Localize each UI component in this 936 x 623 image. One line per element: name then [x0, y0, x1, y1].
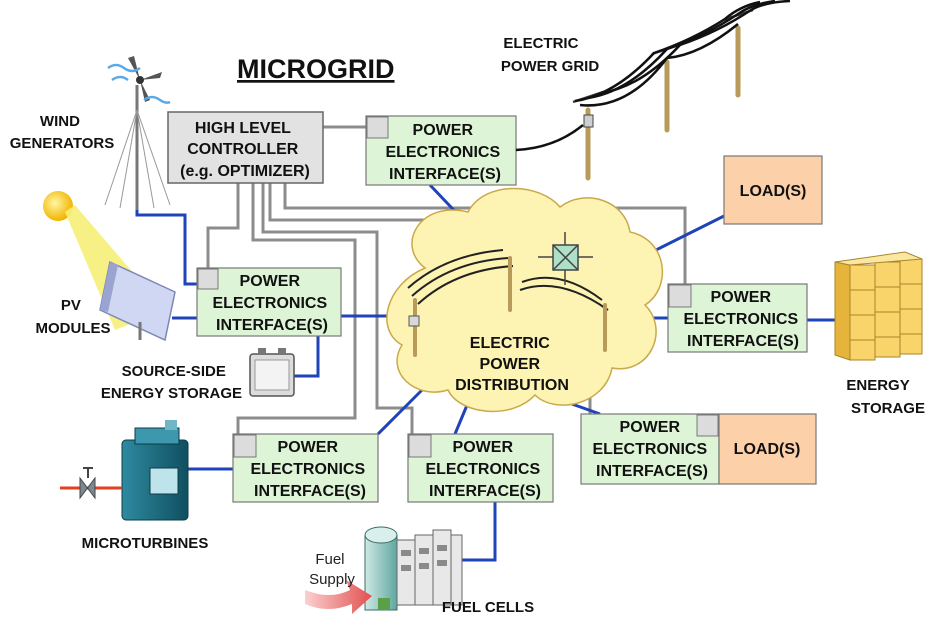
fuel-supply-line-2: Supply: [309, 571, 355, 588]
cloud-label-line-2: POWER: [480, 356, 541, 373]
svg-text:ELECTRIC POWER GRID: ELECTRIC POWER GRID: [501, 35, 600, 75]
pei-fc-line-1: POWER: [453, 439, 514, 456]
microturbines-label: MICROTURBINES: [82, 535, 209, 552]
pei-grid-line-1: POWER: [413, 122, 474, 139]
pei-box-microturbine: POWER ELECTRONICS INTERFACE(S): [232, 433, 379, 503]
fuel-cell-icon: [305, 526, 463, 614]
controller-line-3: (e.g. OPTIMIZER): [180, 163, 310, 180]
pei-grid-line-3: INTERFACE(S): [389, 166, 501, 183]
cloud-label-line-1: ELECTRIC: [470, 335, 550, 352]
power-line-fuel-cells: [462, 502, 497, 562]
distribution-poles: [413, 256, 607, 357]
svg-text:HIGH LEVEL CONTROLLER: HIGH LEVEL CONTROLLER (e.g. OPTIMIZER): [180, 120, 310, 180]
distribution-cloud: ELECTRIC POWER DISTRIBUTION: [386, 187, 664, 413]
pv-module-icon: [43, 191, 176, 342]
pei-grid-line-2: ELECTRONICS: [385, 144, 500, 161]
energy-storage-label-line-2: STORAGE: [851, 400, 925, 417]
pei-indicator-icon: [233, 434, 257, 458]
cloud-label-line-3: DISTRIBUTION: [455, 377, 569, 394]
page-title: MICROGRID: [237, 54, 395, 84]
svg-text:POWER ELECTRONICS: POWER ELECTRONICS INTERFACE(S): [592, 419, 711, 480]
svg-text:Fuel Supply: Fuel Supply: [309, 551, 355, 588]
power-line-load-pei-cloud: [571, 402, 601, 416]
load-label-bottom: LOAD(S): [734, 441, 801, 458]
wind-turbine-icon: [104, 56, 171, 210]
svg-text:SOURCE-SIDE ENERGY STORAGE: SOURCE-SIDE ENERGY STORAGE: [101, 363, 242, 402]
pei-fc-line-2: ELECTRONICS: [425, 461, 540, 478]
pei-box-load: POWER ELECTRONICS INTERFACE(S): [580, 413, 720, 485]
svg-text:POWER ELECTRONICS: POWER ELECTRONICS INTERFACE(S): [250, 439, 369, 500]
pei-box-pv: POWER ELECTRONICS INTERFACE(S): [196, 267, 342, 337]
pei-storage-line-3: INTERFACE(S): [687, 333, 799, 350]
power-line-mt-pei-cloud: [376, 388, 424, 436]
svg-text:POWER ELECTRONICS: POWER ELECTRONICS INTERFACE(S): [425, 439, 544, 500]
power-grid-icon: [515, 0, 791, 181]
fuel-arrow-icon: [305, 580, 372, 614]
pei-pv-line-1: POWER: [240, 273, 301, 290]
controller-line-1: HIGH LEVEL: [195, 120, 291, 137]
wind-label-line-2: GENERATORS: [10, 135, 114, 152]
pei-indicator-icon: [366, 116, 389, 139]
pei-pv-line-2: ELECTRONICS: [212, 295, 327, 312]
pv-label-line-1: PV: [61, 297, 81, 314]
pei-box-fuel-cells: POWER ELECTRONICS INTERFACE(S): [407, 433, 554, 503]
pei-mt-line-3: INTERFACE(S): [254, 483, 366, 500]
pei-box-grid: POWER ELECTRONICS INTERFACE(S): [365, 115, 517, 186]
svg-text:POWER ELECTRONICS: POWER ELECTRONICS INTERFACE(S): [212, 273, 331, 334]
pei-storage-line-1: POWER: [711, 289, 772, 306]
energy-storage-icon: [834, 251, 923, 361]
distribution-transformer: [408, 315, 420, 327]
svg-text:ENERGY STORAGE: ENERGY STORAGE: [846, 377, 925, 417]
pei-fc-line-3: INTERFACE(S): [429, 483, 541, 500]
pei-indicator-icon: [668, 284, 692, 308]
svg-text:WIND GENERATORS: WIND GENERATORS: [10, 113, 114, 152]
battery-icon: [249, 348, 295, 397]
controller-box: HIGH LEVEL CONTROLLER (e.g. OPTIMIZER): [167, 111, 324, 184]
grid-label-line-2: POWER GRID: [501, 58, 600, 75]
svg-text:ELECTRIC POWER DIS: ELECTRIC POWER DISTRIBUTION: [455, 335, 569, 394]
control-line-fc-pei: [261, 183, 414, 436]
fuel-cells-label: FUEL CELLS: [442, 599, 534, 616]
pei-load-line-1: POWER: [620, 419, 681, 436]
load-label-top: LOAD(S): [740, 183, 807, 200]
pei-storage-line-2: ELECTRONICS: [683, 311, 798, 328]
wind-label-line-1: WIND: [40, 113, 80, 130]
source-storage-label-line-1: SOURCE-SIDE: [122, 363, 226, 380]
svg-text:PV MODULES: PV MODULES: [36, 297, 111, 337]
pei-box-storage: POWER ELECTRONICS INTERFACE(S): [667, 283, 808, 353]
pei-mt-line-1: POWER: [278, 439, 339, 456]
pei-indicator-icon: [408, 434, 432, 458]
power-line-source-storage: [294, 336, 320, 378]
pei-indicator-icon: [696, 414, 719, 437]
fuel-supply-line-1: Fuel: [315, 551, 344, 568]
pv-label-line-2: MODULES: [36, 320, 111, 337]
grid-label-line-1: ELECTRIC: [503, 35, 578, 52]
control-line-mt-pei: [236, 183, 357, 436]
svg-text:POWER ELECTRONICS: POWER ELECTRONICS INTERFACE(S): [385, 122, 504, 183]
microturbine-icon: [60, 420, 189, 521]
source-storage-label-line-2: ENERGY STORAGE: [101, 385, 242, 402]
cloud-shape: [386, 187, 664, 413]
sun-icon: [43, 191, 73, 221]
pei-mt-line-2: ELECTRONICS: [250, 461, 365, 478]
load-box-top: LOAD(S): [723, 155, 823, 225]
switch-icon: [538, 232, 593, 285]
power-line-wind: [135, 207, 197, 286]
pei-indicator-icon: [197, 268, 219, 290]
energy-storage-label-line-1: ENERGY: [846, 377, 909, 394]
pei-pv-line-3: INTERFACE(S): [216, 317, 328, 334]
controller-line-2: CONTROLLER: [187, 141, 299, 158]
svg-text:POWER ELECTRONICS: POWER ELECTRONICS INTERFACE(S): [683, 289, 802, 350]
distribution-pole-lines: [407, 249, 609, 311]
pei-load-line-3: INTERFACE(S): [596, 463, 708, 480]
load-box-bottom: LOAD(S): [718, 413, 817, 485]
control-line-pv-pei: [206, 183, 240, 268]
pei-load-line-2: ELECTRONICS: [592, 441, 707, 458]
